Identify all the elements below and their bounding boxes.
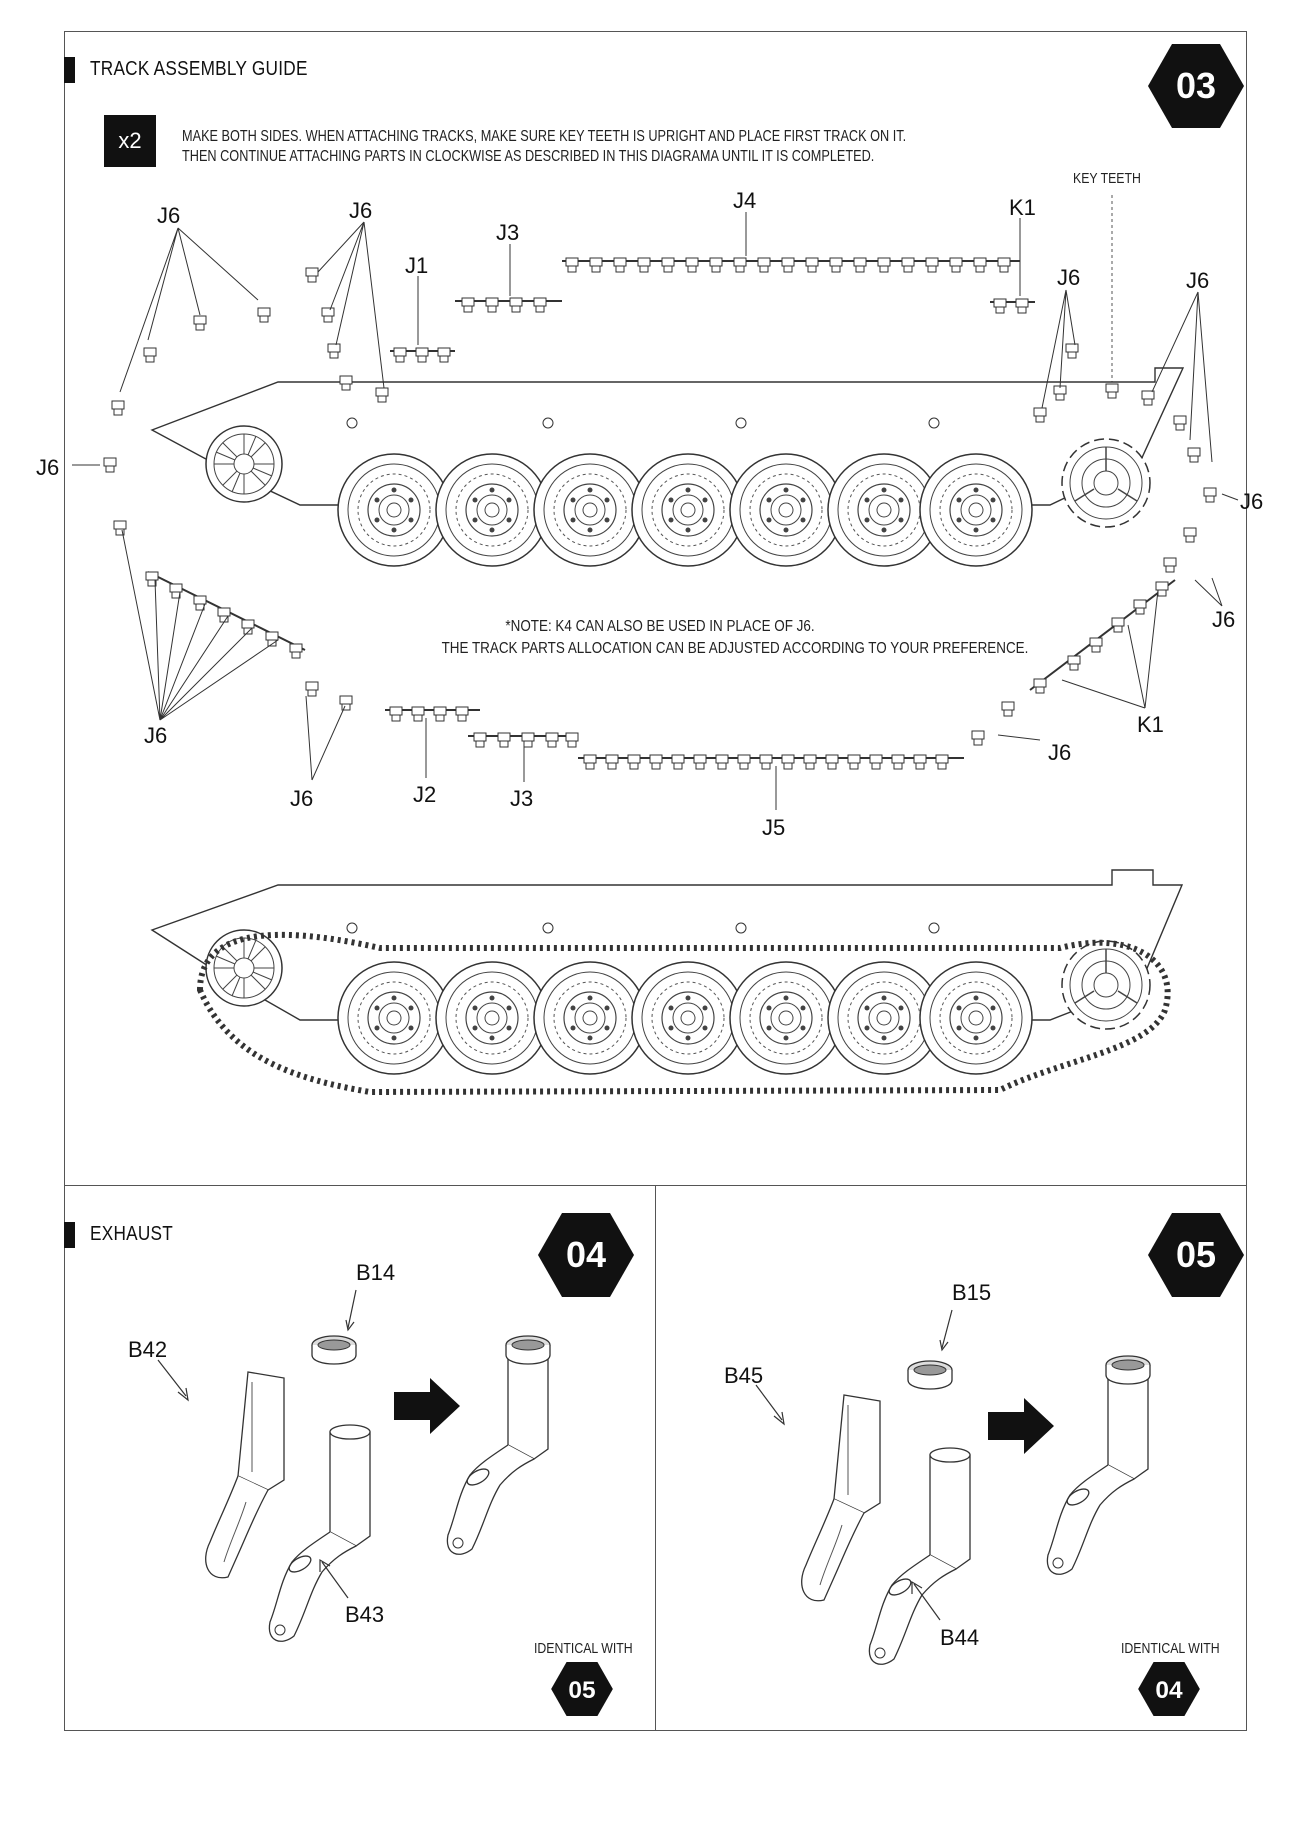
part-label-j6: J6: [1186, 268, 1210, 293]
track-strip-j3-bottom: [468, 732, 579, 748]
part-label-j3: J3: [496, 220, 520, 245]
track-strip-j1: [390, 347, 455, 363]
section-title-track: TRACK ASSEMBLY GUIDE: [90, 58, 308, 80]
identical-step-05-number: 05: [568, 1677, 595, 1704]
part-label-j5: J5: [762, 815, 786, 840]
part-label-b43: B43: [345, 1602, 385, 1627]
part-label-j6: J6: [1212, 607, 1236, 632]
hull-side-top: [150, 367, 1185, 567]
hull-side-assembled: [150, 869, 1184, 1096]
part-label-j6: J6: [349, 198, 373, 223]
identical-step-04-badge: 04: [1138, 1662, 1200, 1716]
part-label-j6: J6: [1057, 265, 1081, 290]
part-label-k1: K1: [1009, 195, 1036, 220]
track-strip-j3-top: [455, 297, 562, 313]
part-label-j6: J6: [290, 786, 314, 811]
part-label-j1: J1: [405, 253, 429, 278]
section-marker: [64, 57, 75, 83]
section-divider-vertical: [655, 1185, 656, 1731]
part-label-j6: J6: [157, 203, 181, 228]
step-03-number: 03: [1176, 65, 1216, 106]
part-label-b15: B15: [952, 1280, 992, 1305]
track-strip-j6-lower-left: [145, 571, 353, 711]
instruction-line-1: MAKE BOTH SIDES. WHEN ATTACHING TRACKS, …: [182, 128, 907, 145]
part-label-j6: J6: [1048, 740, 1072, 765]
track-strip-k1-top: [990, 298, 1035, 314]
instruction-line-2: THEN CONTINUE ATTACHING PARTS IN CLOCKWI…: [182, 148, 875, 165]
part-label-j3: J3: [510, 786, 534, 811]
part-label-j4: J4: [733, 188, 757, 213]
identical-step-05-badge: 05: [551, 1662, 613, 1716]
step-05-number: 05: [1176, 1234, 1216, 1275]
instruction-text: MAKE BOTH SIDES. WHEN ATTACHING TRACKS, …: [182, 127, 906, 167]
part-label-b44: B44: [940, 1625, 980, 1650]
part-label-j6: J6: [1240, 489, 1264, 514]
identical-step-04-number: 04: [1155, 1677, 1183, 1704]
track-strip-j2: [385, 706, 480, 722]
part-label-j6: J6: [144, 723, 168, 748]
leader-lines: [72, 212, 1239, 810]
part-label-b14: B14: [356, 1260, 396, 1285]
identical-with-label: IDENTICAL WITH: [534, 1640, 633, 1657]
note-line-1: *NOTE: K4 CAN ALSO BE USED IN PLACE OF J…: [505, 618, 815, 635]
section-title-exhaust: EXHAUST: [90, 1223, 174, 1245]
part-label-k1: K1: [1137, 712, 1164, 737]
part-label-j2: J2: [413, 782, 437, 807]
track-assembly-diagram: [72, 195, 1239, 1096]
part-label-b42: B42: [128, 1337, 168, 1362]
part-label-j6: J6: [36, 455, 60, 480]
step-03-badge: 03: [1148, 44, 1244, 128]
track-strip-j5: [578, 754, 964, 770]
step-05-badge: 05: [1148, 1213, 1244, 1297]
section-marker: [64, 1222, 75, 1248]
track-strip-j4: [562, 257, 1020, 273]
step-04-number: 04: [566, 1234, 606, 1275]
step-04-badge: 04: [538, 1213, 634, 1297]
identical-with-label: IDENTICAL WITH: [1121, 1640, 1220, 1657]
multiplier-badge: x2: [104, 115, 156, 167]
key-teeth-label: KEY TEETH: [1073, 170, 1141, 187]
track-strip-k1-bottom: [971, 579, 1176, 746]
part-label-b45: B45: [724, 1363, 764, 1388]
